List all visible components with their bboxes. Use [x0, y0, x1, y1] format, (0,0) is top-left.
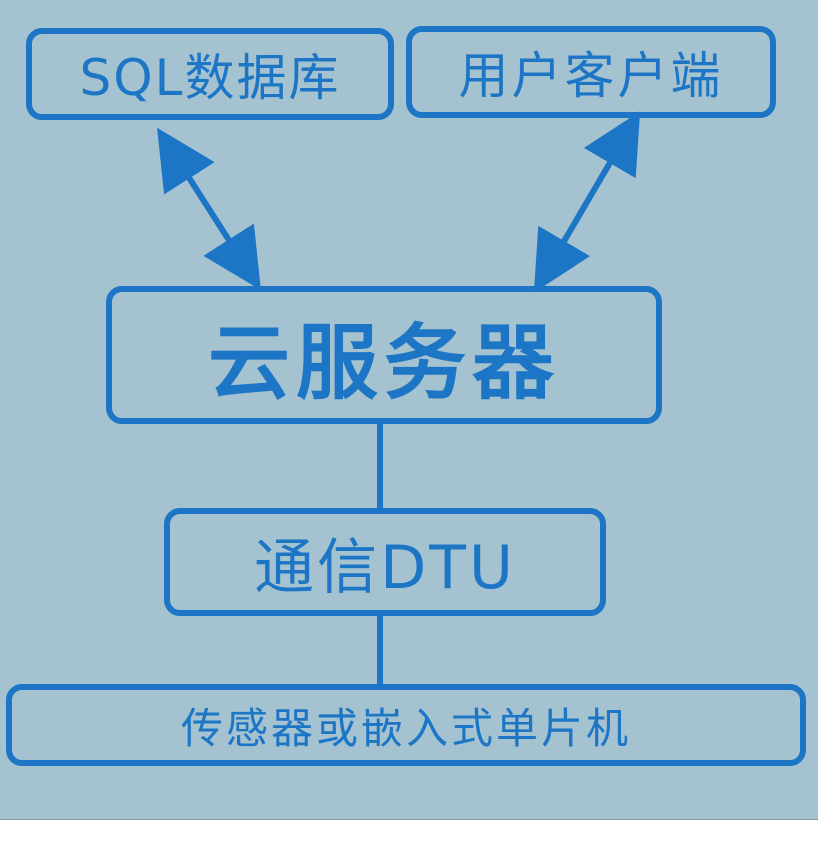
sensor-mcu-label: 传感器或嵌入式单片机: [180, 703, 631, 753]
arrow-sql-cloud: [157, 127, 261, 291]
user-client-label: 用户客户端: [458, 47, 724, 105]
diagram-canvas: [0, 0, 818, 820]
sensor-mcu-node: 传感器或嵌入式单片机: [6, 684, 806, 766]
cloud-server-node: 云服务器: [106, 286, 662, 424]
comm-dtu-node: 通信DTU: [164, 508, 606, 616]
sql-database-node: SQL数据库: [26, 28, 394, 120]
arrow-client-cloud: [533, 111, 641, 293]
comm-dtu-label: 通信DTU: [254, 532, 516, 603]
sql-database-label: SQL数据库: [79, 49, 341, 107]
cloud-server-label: 云服务器: [207, 315, 560, 411]
user-client-node: 用户客户端: [406, 26, 776, 118]
